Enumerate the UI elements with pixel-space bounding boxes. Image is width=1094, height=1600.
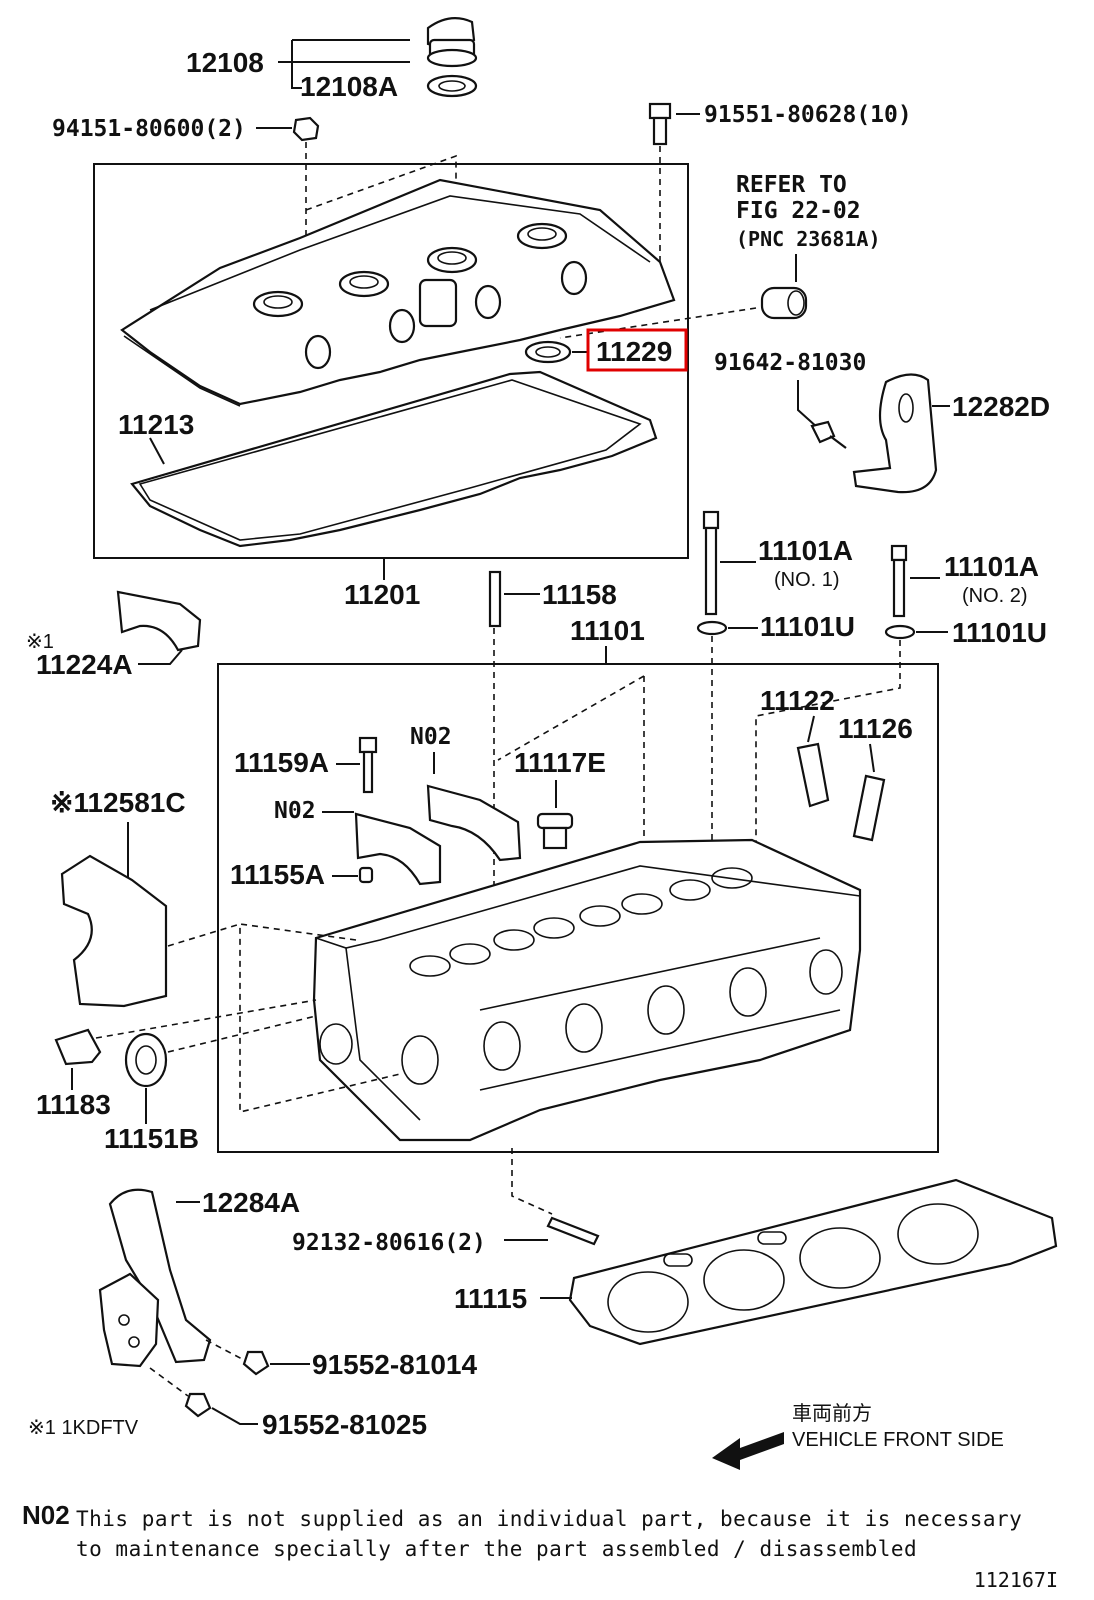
cylinder-head-gasket: [568, 1178, 1058, 1346]
label-11201[interactable]: 11201: [344, 579, 420, 610]
label-11183[interactable]: 11183: [36, 1089, 111, 1120]
valve-guide-11126: [852, 774, 886, 842]
refer-line-2: FIG 22-02: [736, 198, 861, 224]
label-91642-81030[interactable]: 91642-81030: [714, 350, 866, 376]
stud-92132: [546, 1216, 600, 1246]
label-11101[interactable]: 11101: [570, 615, 645, 646]
head-bolt-11101A-no1: [702, 510, 720, 616]
footnote-text: This part is not supplied as an individu…: [76, 1507, 1023, 1561]
label-92132-80616[interactable]: 92132-80616(2): [292, 1230, 486, 1256]
oil-seal-11151B: [124, 1032, 168, 1088]
label-12581C[interactable]: ※112581C: [50, 787, 186, 818]
label-11158[interactable]: 11158: [542, 579, 617, 610]
label-11151B[interactable]: 11151B: [104, 1123, 199, 1154]
pcv-valve: [760, 286, 808, 320]
cylinder-head-group-frame: [217, 663, 939, 1153]
cylinder-head-cover: [120, 178, 676, 407]
label-11213[interactable]: 11213: [118, 409, 194, 440]
head-bolt-11101A-no2: [890, 544, 908, 618]
highlight-box-11229[interactable]: [586, 328, 688, 372]
label-12282D[interactable]: 12282D: [952, 391, 1050, 422]
label-11159A[interactable]: 11159A: [234, 747, 329, 778]
cylinder-head: [312, 838, 862, 1142]
label-11101U-2[interactable]: 11101U: [952, 617, 1047, 648]
refer-line-3: (PNC 23681A): [736, 227, 881, 251]
label-12284A[interactable]: 12284A: [202, 1187, 300, 1218]
engine-hanger-12284A: [98, 1188, 212, 1368]
front-side-en: VEHICLE FRONT SIDE: [792, 1429, 1004, 1451]
label-11101U-1[interactable]: 11101U: [760, 611, 855, 642]
label-11224A[interactable]: 11224A: [36, 649, 133, 680]
figure-number: 112167I: [973, 1568, 1058, 1592]
nut-94151: [292, 116, 320, 142]
oil-filler-cap: [426, 17, 478, 68]
refer-line-1: REFER TO: [736, 172, 847, 198]
label-11224A-mark: ※1: [26, 631, 54, 653]
bolt-11159A: [358, 736, 378, 794]
bolt-91642: [810, 420, 847, 449]
valve-guide-11122: [796, 742, 830, 808]
note-1kdftv: ※1 1KDFTV: [28, 1417, 139, 1439]
part-11183: [54, 1028, 102, 1066]
front-direction-arrow-icon: [712, 1432, 784, 1470]
footnote-code: N02: [22, 1500, 70, 1530]
oil-seal-11229: [524, 340, 572, 364]
label-12108A[interactable]: 12108A: [300, 71, 398, 102]
label-11155A[interactable]: 11155A: [230, 859, 325, 890]
bolt-91551: [648, 102, 672, 146]
washer-11101U-1: [696, 620, 728, 636]
camshaft-bearing-cap-upper: [426, 784, 522, 862]
camshaft-bearing-cap-lower: [354, 812, 442, 886]
label-11122[interactable]: 11122: [760, 685, 835, 716]
pin-11155A: [358, 866, 374, 884]
label-11229[interactable]: 11229: [596, 336, 672, 367]
label-11126[interactable]: 11126: [838, 713, 913, 744]
part-12581C: [60, 854, 168, 1008]
oil-filler-gasket: [426, 74, 478, 98]
label-11101A-no2-sub: (NO. 2): [962, 585, 1028, 607]
engine-hanger-12282D: [852, 373, 938, 494]
stud-11158: [488, 570, 502, 628]
bolt-91552-81014: [242, 1350, 270, 1376]
label-94151-80600[interactable]: 94151-80600(2): [52, 116, 246, 142]
front-side-jp: 車両前方: [792, 1402, 872, 1425]
label-91551-80628[interactable]: 91551-80628(10): [704, 102, 912, 128]
part-11224A: [116, 590, 202, 652]
plug-11117E: [536, 812, 574, 850]
label-11101A-no1-sub: (NO. 1): [774, 569, 840, 591]
label-n02-b[interactable]: N02: [274, 798, 316, 824]
label-12108[interactable]: 12108: [186, 47, 264, 78]
label-11101A-no2[interactable]: 11101A: [944, 551, 1039, 582]
label-n02-a[interactable]: N02: [410, 724, 452, 750]
washer-11101U-2: [884, 624, 916, 640]
label-91552-81025[interactable]: 91552-81025: [262, 1409, 427, 1440]
label-91552-81014[interactable]: 91552-81014: [312, 1349, 477, 1380]
label-11115[interactable]: 11115: [454, 1283, 527, 1314]
label-11101A-no1[interactable]: 11101A: [758, 535, 853, 566]
head-cover-gasket: [130, 370, 658, 548]
bolt-91552-81025: [184, 1392, 212, 1418]
head-cover-group-frame: [93, 163, 689, 559]
label-11117E[interactable]: 11117E: [514, 747, 606, 778]
